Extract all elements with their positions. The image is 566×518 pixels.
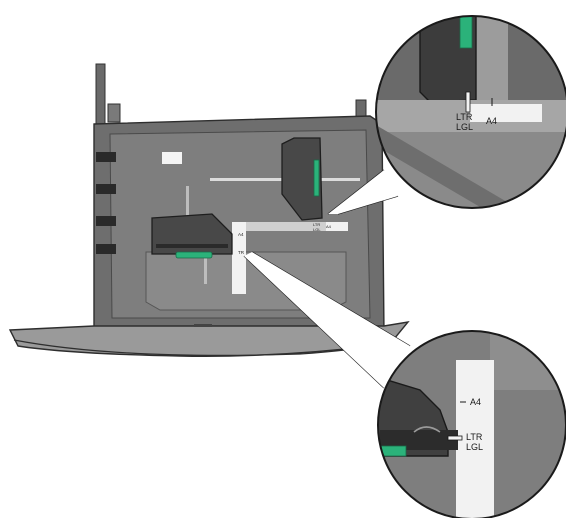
top-callout-green-tab [459, 16, 473, 49]
paper-tray: A4 TR LTR LGL A4 [8, 63, 410, 357]
length-guide-tab[interactable] [175, 251, 213, 259]
length-guide[interactable] [151, 213, 233, 259]
tray-left-post [95, 63, 106, 127]
width-guide-tab[interactable] [313, 159, 320, 197]
bottom-callout-guide-hook [413, 426, 441, 433]
tray-length-scale-a4: A4 [238, 232, 244, 237]
tray-label-sticker [162, 152, 182, 164]
bottom-callout-a4-label: A4 [470, 397, 481, 407]
tray-length-scale-ltr: TR [238, 250, 245, 255]
tray-width-scale-lgl: LGL [313, 227, 321, 232]
top-callout-scale [470, 104, 542, 122]
tray-width-scale-a4: A4 [326, 224, 332, 229]
top-callout-lgl-label: LGL [456, 122, 473, 132]
tray-handle-notch [194, 324, 212, 327]
width-guide[interactable] [281, 137, 323, 221]
tray-width-scale-ltr: LTR [313, 222, 320, 227]
bottom-callout: A4 LTR LGL [377, 330, 566, 518]
top-callout: LTR LGL A4 [375, 15, 566, 209]
tray-width-scale [246, 222, 346, 231]
tray-length-scale [232, 222, 246, 294]
bottom-callout-ltr-label: LTR [466, 432, 483, 442]
top-callout-a4-label: A4 [486, 116, 497, 126]
bottom-callout-lgl-label: LGL [466, 442, 483, 452]
bottom-callout-green-tab [379, 445, 407, 457]
tray-side-slots [96, 152, 116, 254]
top-callout-ltr-label: LTR [456, 112, 473, 122]
